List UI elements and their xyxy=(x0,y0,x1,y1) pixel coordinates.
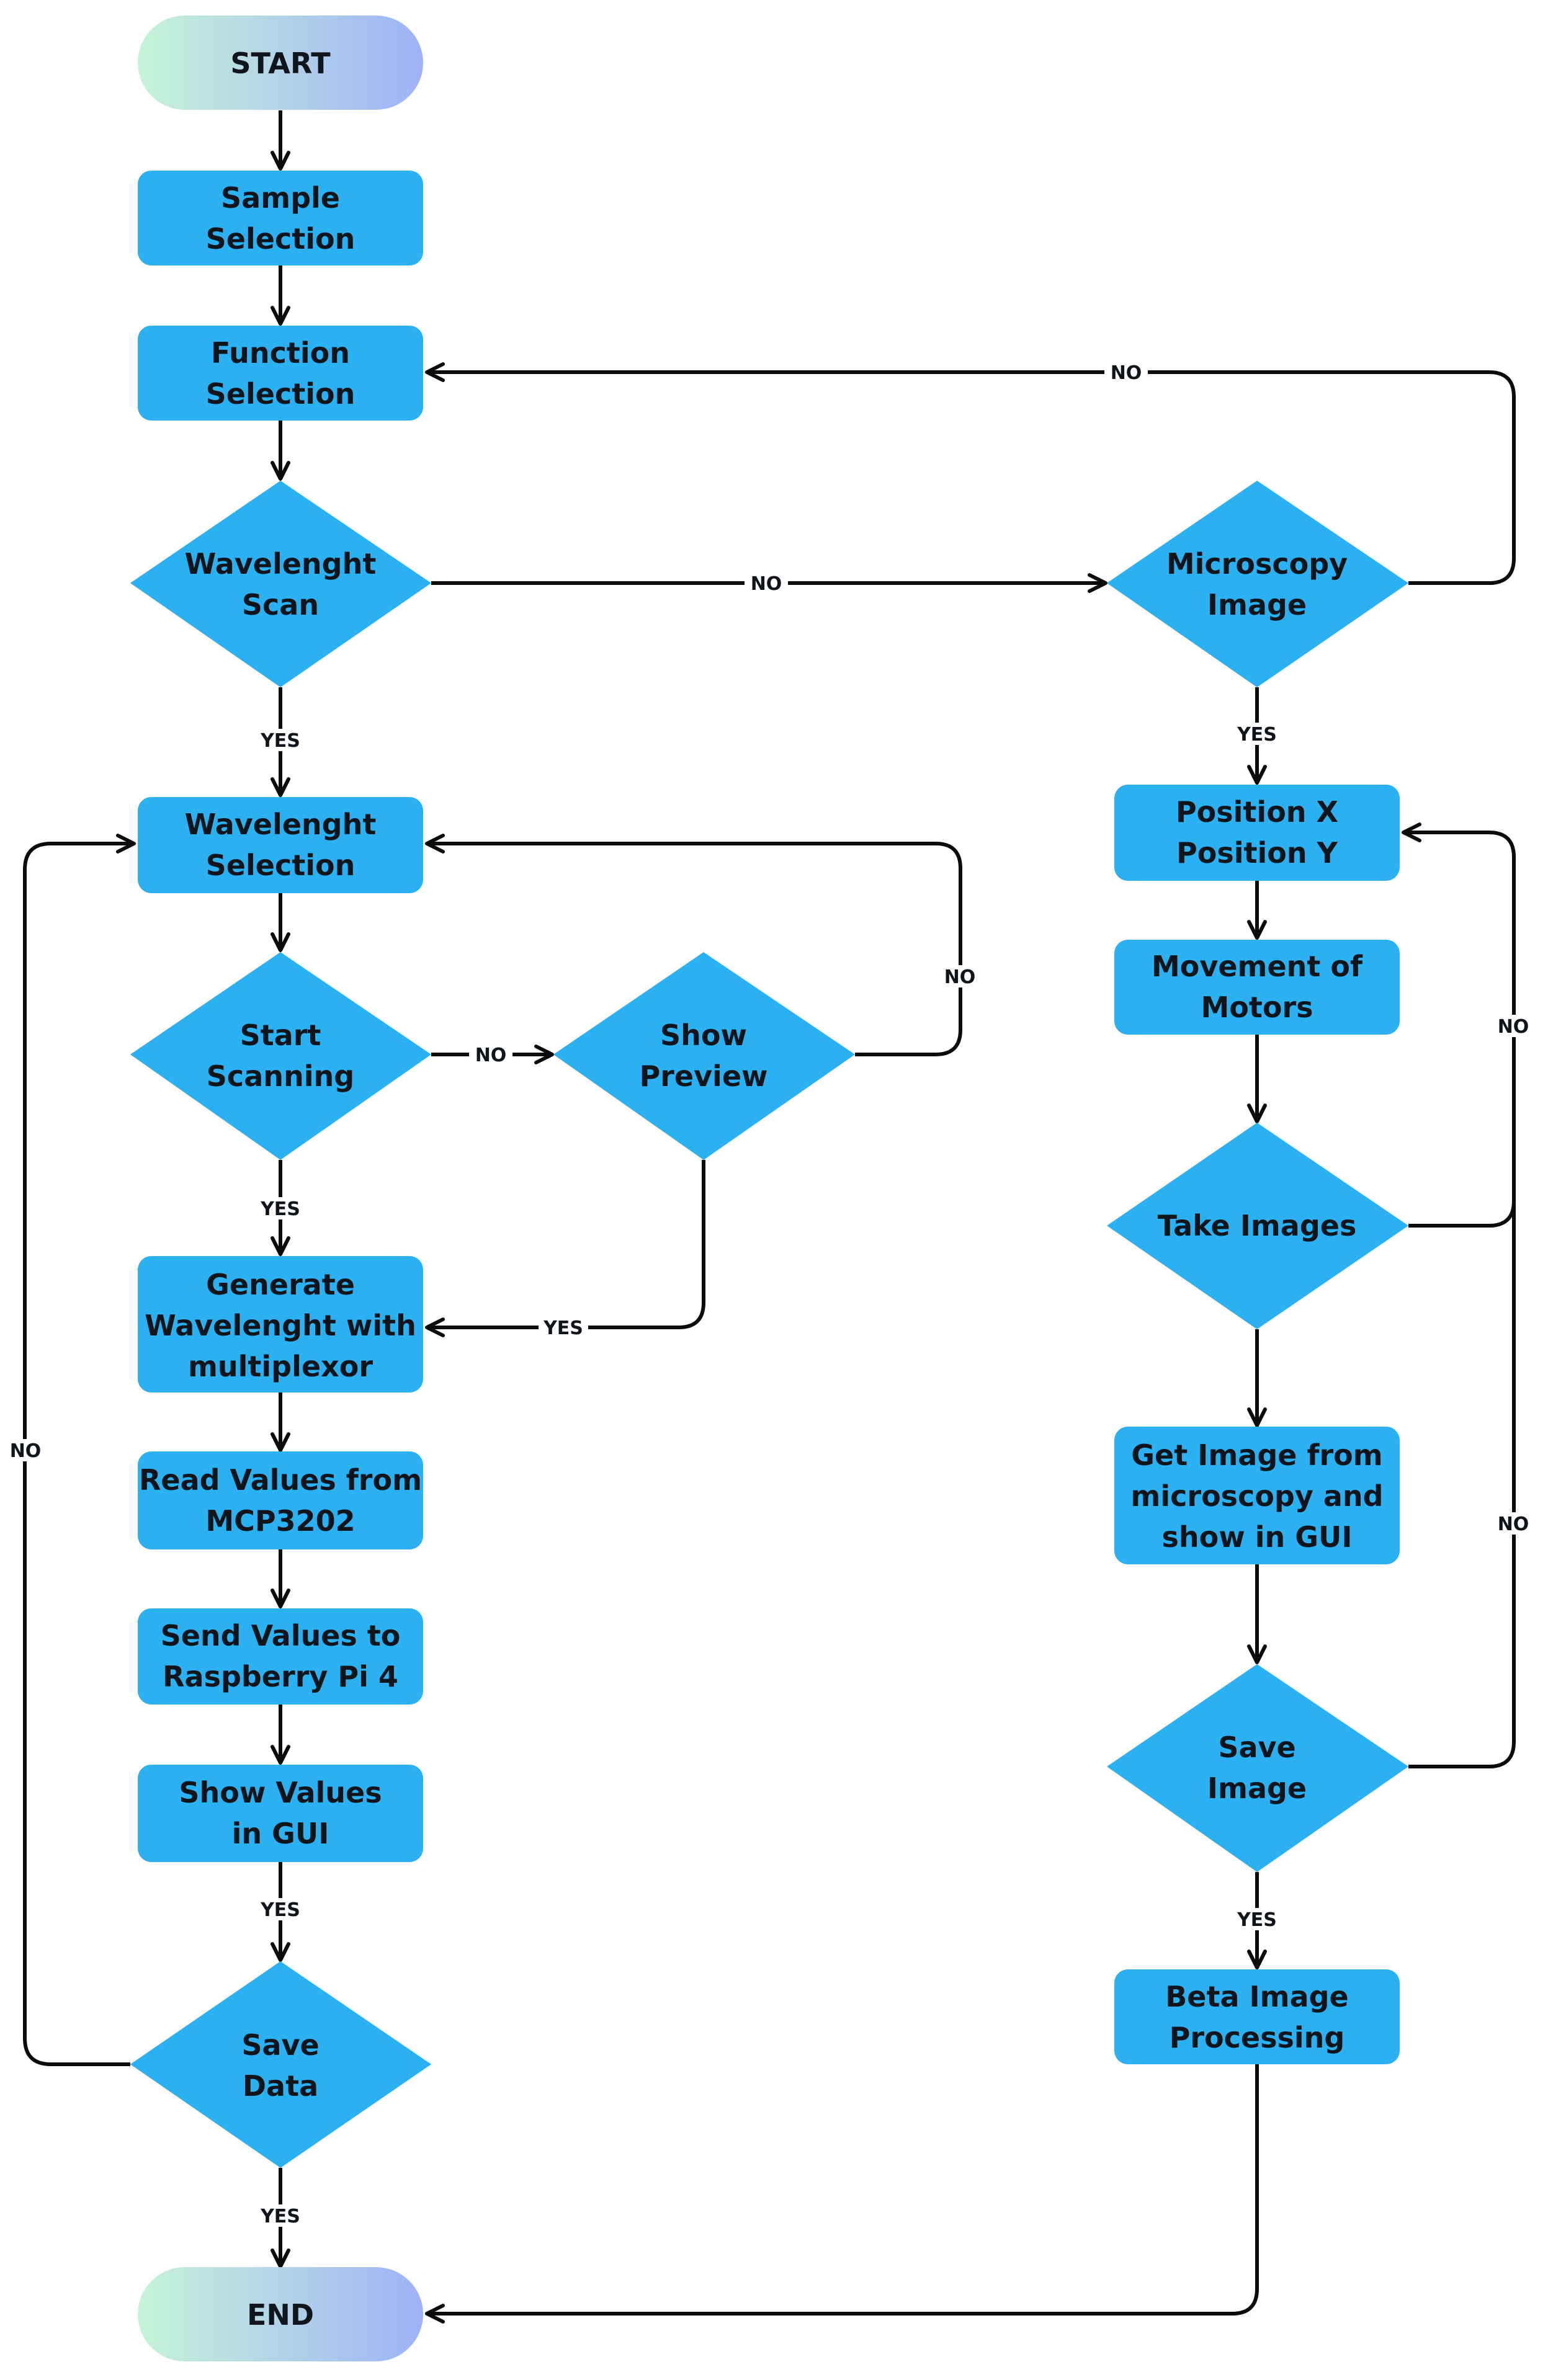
position-xy-label: Position X Position Y xyxy=(1176,795,1338,870)
read-values-box xyxy=(138,1451,423,1549)
node-label-line: Sample xyxy=(221,181,340,215)
position-xy-box xyxy=(1114,785,1400,881)
node-label-line: Selection xyxy=(206,222,356,256)
send-values-label: Send Values to Raspberry Pi 4 xyxy=(161,1619,401,1693)
label-yes-microscopy: YES xyxy=(1237,724,1277,746)
node-label-line: Image xyxy=(1207,588,1307,622)
node-label-line: Selection xyxy=(206,849,356,882)
sample-selection-box xyxy=(138,171,423,265)
send-values-box xyxy=(138,1608,423,1705)
label-no-microscopy: NO xyxy=(1111,362,1142,384)
node-label-line: Generate xyxy=(206,1268,355,1301)
take-images-diamond xyxy=(1107,1123,1408,1329)
node-label-line: Motors xyxy=(1201,991,1313,1024)
node-label-line: Microscopy xyxy=(1166,547,1348,581)
label-yes-wavescan: YES xyxy=(260,730,300,752)
edge-microscopy-function xyxy=(425,362,1516,585)
end-node: END xyxy=(138,2267,423,2361)
node-label-line: multiplexor xyxy=(188,1350,373,1383)
node-label-line: Take Images xyxy=(1158,1209,1357,1242)
label-no-preview: NO xyxy=(944,966,976,988)
label-yes-preview: YES xyxy=(543,1317,583,1339)
node-label-line: Save xyxy=(241,2028,319,2062)
node-label-line: Preview xyxy=(639,1059,767,1093)
edge-preview-generate xyxy=(425,1160,705,1337)
node-label-line: Movement of xyxy=(1152,950,1363,983)
node-label-line: Show Values xyxy=(179,1776,382,1809)
movement-motors-label: Movement of Motors xyxy=(1152,950,1363,1024)
node-label-line: Image xyxy=(1207,1772,1307,1805)
node-label-line: in GUI xyxy=(232,1817,329,1850)
label-yes-savedata: YES xyxy=(260,2206,300,2227)
node-label-line: Read Values from xyxy=(139,1463,422,1497)
node-label-line: Send Values to xyxy=(161,1619,401,1652)
node-label-line: Scan xyxy=(242,588,319,622)
show-preview-diamond xyxy=(553,952,855,1160)
show-values-label: Show Values in GUI xyxy=(179,1776,382,1850)
label-no-startscan: NO xyxy=(475,1045,507,1066)
node-label-line: Beta Image xyxy=(1165,1980,1349,2013)
function-selection-box xyxy=(138,326,423,421)
node-label-line: Function xyxy=(211,336,350,370)
node-label-line: Wavelenght with xyxy=(145,1309,416,1342)
start-scanning-diamond xyxy=(130,952,431,1160)
node-label-line: MCP3202 xyxy=(205,1504,355,1538)
node-label-line: Raspberry Pi 4 xyxy=(163,1660,398,1693)
start-label: START xyxy=(230,47,331,80)
label-yes-startscan: YES xyxy=(260,1198,300,1220)
node-label-line: Data xyxy=(243,2069,318,2103)
movement-motors-box xyxy=(1114,940,1400,1035)
save-image-diamond xyxy=(1107,1664,1408,1872)
beta-processing-box xyxy=(1114,1969,1400,2064)
label-yes-showvalues: YES xyxy=(260,1899,300,1921)
label-no-take: NO xyxy=(1498,1016,1529,1038)
node-label-line: Scanning xyxy=(207,1059,354,1093)
label-no-wavescan: NO xyxy=(751,573,782,595)
generate-wavelength-box xyxy=(138,1256,423,1393)
edge-preview-waveselect xyxy=(425,834,962,1056)
node-label-line: Start xyxy=(240,1018,321,1052)
edge-saveimage-position xyxy=(1408,1203,1516,1768)
node-label-line: Wavelenght xyxy=(185,808,377,841)
show-values-box xyxy=(138,1765,423,1862)
node-label-line: microscopy and xyxy=(1130,1479,1383,1513)
label-yes-saveimage: YES xyxy=(1237,1909,1277,1931)
label-no-saveimage: NO xyxy=(1498,1513,1529,1535)
edge-labels: NO NO YES YES NO NO NO YES YES NO NO YES… xyxy=(4,361,1535,2227)
node-label-line: Position Y xyxy=(1176,836,1338,870)
node-label-line: Show xyxy=(660,1018,747,1052)
node-label-line: show in GUI xyxy=(1162,1520,1353,1554)
node-label-line: Wavelenght xyxy=(185,547,377,581)
get-image-box xyxy=(1114,1427,1400,1564)
node-label-line: Selection xyxy=(206,377,356,411)
node-label-line: Position X xyxy=(1176,795,1338,829)
take-images-label: Take Images xyxy=(1158,1209,1357,1242)
get-image-label: Get Image from microscopy and show in GUI xyxy=(1130,1438,1383,1554)
wavelength-selection-box xyxy=(138,797,423,893)
edge-beta-end xyxy=(425,2064,1259,2324)
end-label: END xyxy=(247,2298,314,2332)
microscopy-image-diamond xyxy=(1107,481,1408,687)
label-no-savedata: NO xyxy=(10,1440,42,1462)
node-label-line: Get Image from xyxy=(1131,1438,1382,1472)
node-label-line: Save xyxy=(1218,1731,1295,1764)
node-label-line: Processing xyxy=(1170,2021,1345,2054)
wavelength-scan-diamond xyxy=(130,481,431,687)
save-data-diamond xyxy=(130,1961,431,2168)
start-node: START xyxy=(138,16,423,110)
